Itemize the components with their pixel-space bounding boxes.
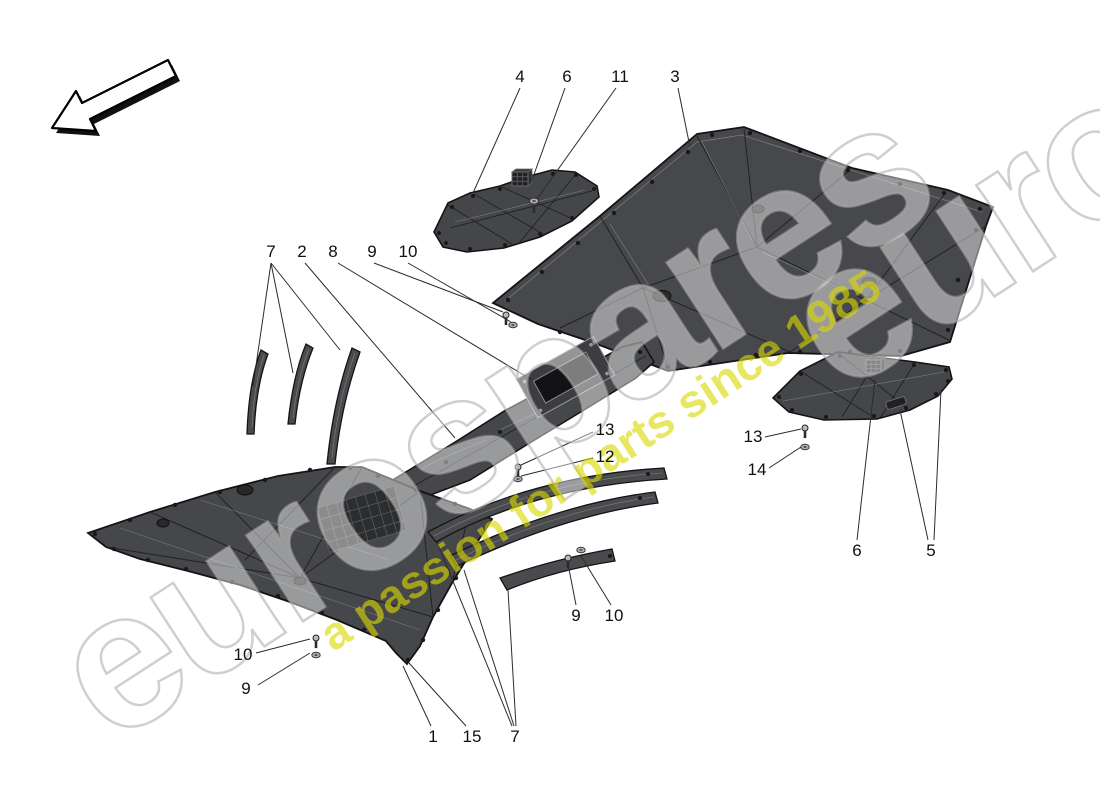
screw-icon (801, 424, 809, 439)
leader-line (463, 569, 515, 727)
callout-14-label[interactable]: 14 (747, 460, 767, 479)
callout-7-label[interactable]: 7 (510, 727, 520, 746)
washer-icon (513, 475, 523, 483)
rear-side-guard-panel (771, 351, 953, 421)
leader-lines (252, 87, 942, 727)
leader-line (407, 262, 512, 323)
leader-line (933, 389, 942, 541)
direction-arrow-icon (50, 58, 180, 136)
leader-line (677, 87, 691, 148)
callout-12-label[interactable]: 12 (595, 447, 615, 466)
grommet-icon (510, 168, 534, 187)
washer-icon (800, 443, 810, 451)
front-underbody-panel (86, 465, 494, 666)
leader-line (899, 409, 929, 541)
washer-icon (576, 546, 586, 554)
leader-line (257, 652, 311, 686)
callout-13-label[interactable]: 13 (595, 420, 615, 439)
leader-line (373, 262, 504, 313)
callout-5-label[interactable]: 5 (926, 541, 936, 560)
clip-icon (885, 396, 907, 410)
flexible-strip-parts-left (246, 343, 361, 465)
front-compartment-guard-panel (433, 168, 600, 253)
callout-4-label[interactable]: 4 (515, 67, 525, 86)
leader-line (764, 428, 802, 438)
leader-line (304, 262, 456, 439)
leader-line (768, 446, 802, 469)
leader-line (472, 87, 521, 194)
callout-9-label[interactable]: 9 (571, 606, 581, 625)
callout-10-label[interactable]: 10 (233, 645, 253, 664)
callout-9-label[interactable]: 9 (241, 679, 251, 698)
callout-10-label[interactable]: 10 (604, 606, 624, 625)
leader-line (536, 87, 617, 200)
leader-line (255, 638, 311, 654)
washer-icon (311, 651, 321, 659)
callout-11-label[interactable]: 11 (611, 67, 629, 86)
callout-15-label[interactable]: 15 (462, 727, 482, 746)
screw-icon (532, 206, 536, 213)
grommet-icon (864, 356, 887, 374)
fasteners (311, 197, 810, 659)
leader-line (507, 589, 517, 727)
leader-line (402, 665, 432, 727)
leader-line (270, 262, 294, 374)
leader-line (408, 662, 467, 727)
sill-strip-parts (427, 467, 668, 591)
screw-icon (312, 634, 320, 649)
leader-line (567, 563, 577, 606)
callout-8-label[interactable]: 8 (328, 242, 338, 261)
leader-line (520, 457, 594, 477)
access-hatch (515, 335, 616, 419)
leader-line (856, 379, 876, 541)
screw-icon (514, 463, 522, 478)
callout-3-label[interactable]: 3 (670, 67, 680, 86)
callout-13-label[interactable]: 13 (743, 427, 763, 446)
washer-icon (508, 321, 518, 329)
leader-line (531, 87, 566, 181)
leader-line (337, 262, 533, 381)
callout-6-label[interactable]: 6 (852, 541, 862, 560)
callout-10-label[interactable]: 10 (398, 242, 418, 261)
washer-icon (529, 197, 539, 205)
callout-2-label[interactable]: 2 (297, 242, 307, 261)
callout-1-label[interactable]: 1 (428, 727, 438, 746)
leader-line (436, 541, 513, 727)
vent-grid (316, 485, 408, 553)
callout-6-label[interactable]: 6 (562, 67, 572, 86)
leader-line (270, 262, 341, 351)
side-skirt-panel (384, 335, 656, 510)
leader-line (520, 431, 594, 466)
leader-line (580, 555, 612, 606)
screw-icon (502, 311, 510, 326)
callout-7-label[interactable]: 7 (266, 242, 276, 261)
callout-9-label[interactable]: 9 (367, 242, 377, 261)
leader-line (252, 262, 272, 387)
